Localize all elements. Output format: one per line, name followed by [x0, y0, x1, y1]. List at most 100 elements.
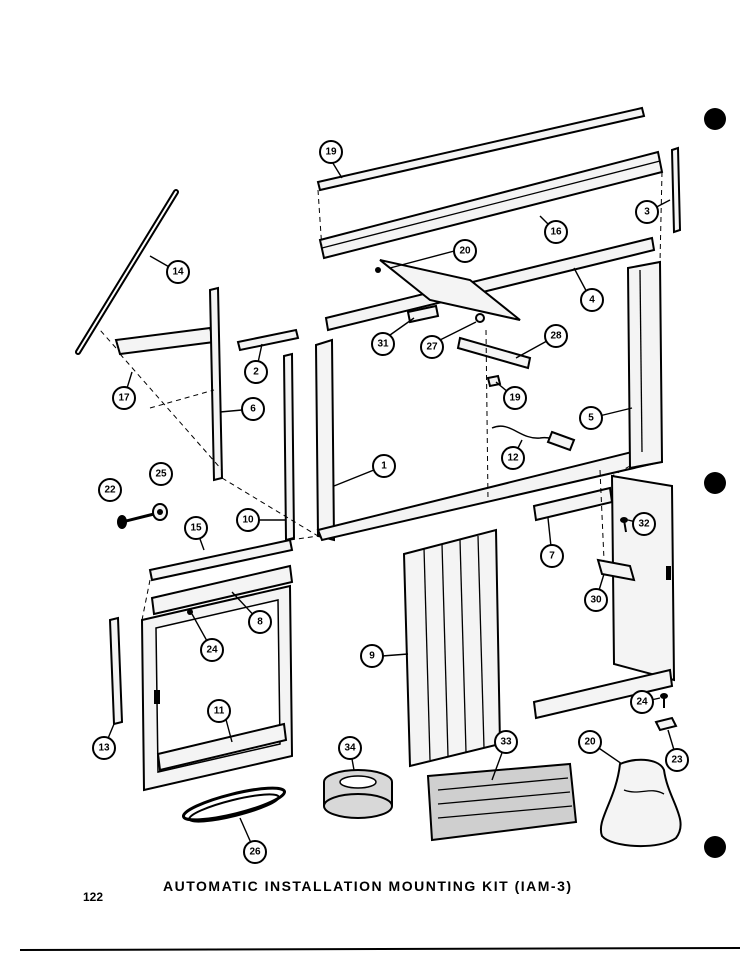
svg-text:7: 7 — [549, 551, 555, 562]
part-bag — [599, 758, 682, 847]
part-frame-rail — [324, 236, 656, 332]
callout-19: 19 — [319, 140, 343, 164]
svg-text:3: 3 — [644, 207, 650, 218]
part-foam-roll — [323, 769, 393, 819]
part-accordion-panel — [402, 528, 502, 768]
svg-text:22: 22 — [104, 485, 116, 496]
svg-text:30: 30 — [590, 595, 602, 606]
svg-text:4: 4 — [589, 295, 595, 306]
callout-4: 4 — [580, 288, 604, 312]
part-foam-pad — [426, 762, 578, 842]
alignment-lines — [99, 171, 663, 621]
callout-9: 9 — [360, 644, 384, 668]
callout-5: 5 — [579, 406, 603, 430]
callout-2: 2 — [244, 360, 268, 384]
diagram-caption: AUTOMATIC INSTALLATION MOUNTING KIT (IAM… — [163, 878, 573, 894]
svg-text:20: 20 — [584, 737, 596, 748]
svg-text:31: 31 — [377, 339, 389, 350]
callout-7: 7 — [540, 544, 564, 568]
svg-text:33: 33 — [500, 737, 512, 748]
part-panel-bar — [150, 564, 294, 616]
callout-32: 32 — [632, 512, 656, 536]
callout-22: 22 — [98, 478, 122, 502]
callout-34: 34 — [338, 736, 362, 760]
svg-text:12: 12 — [507, 453, 519, 464]
callout-24-right: 24 — [630, 690, 654, 714]
svg-text:25: 25 — [155, 469, 167, 480]
callout-19-screw: 19 — [503, 386, 527, 410]
callout-30: 30 — [584, 588, 608, 612]
part-strip-15 — [148, 538, 294, 582]
callout-11: 11 — [207, 699, 231, 723]
svg-text:19: 19 — [509, 393, 521, 404]
part-vertical-strip-mid — [282, 352, 296, 542]
svg-text:17: 17 — [118, 393, 130, 404]
callout-28: 28 — [544, 324, 568, 348]
callout-10: 10 — [236, 508, 260, 532]
callout-31: 31 — [371, 332, 395, 356]
part-top-strip — [316, 106, 646, 192]
callout-24-left: 24 — [200, 638, 224, 662]
part-clip — [596, 558, 636, 582]
svg-text:26: 26 — [249, 847, 261, 858]
part-left-gasket — [108, 616, 124, 726]
svg-text:24: 24 — [636, 697, 648, 708]
callout-12: 12 — [501, 446, 525, 470]
callout-33: 33 — [494, 730, 518, 754]
part-small-hardware — [406, 304, 532, 388]
callout-8: 8 — [248, 610, 272, 634]
callout-17: 17 — [112, 386, 136, 410]
callout-15: 15 — [184, 516, 208, 540]
svg-text:1: 1 — [381, 461, 387, 472]
svg-text:6: 6 — [250, 404, 256, 415]
svg-text:27: 27 — [426, 342, 438, 353]
callout-20-bag: 20 — [578, 730, 602, 754]
part-left-panel — [140, 584, 294, 792]
punch-hole-bottom — [704, 836, 726, 858]
svg-text:9: 9 — [369, 651, 375, 662]
part-left-bracket — [114, 326, 216, 356]
svg-text:10: 10 — [242, 515, 254, 526]
svg-text:8: 8 — [257, 617, 263, 628]
part-small-strip — [236, 328, 300, 352]
part-screws — [187, 517, 678, 732]
callout-25: 25 — [149, 462, 173, 486]
part-coiled-cord — [181, 786, 287, 823]
part-diagonal-rod — [75, 189, 179, 355]
callout-20: 20 — [453, 239, 477, 263]
callout-26: 26 — [243, 840, 267, 864]
part-screw-bushing — [117, 503, 168, 529]
callout-6: 6 — [241, 397, 265, 421]
svg-text:2: 2 — [253, 367, 259, 378]
part-right-panel — [532, 474, 676, 720]
callout-14: 14 — [166, 260, 190, 284]
callout-3: 3 — [635, 200, 659, 224]
scan-edge — [19, 947, 741, 951]
part-side-gasket — [670, 146, 682, 234]
callout-16: 16 — [544, 220, 568, 244]
callout-27: 27 — [420, 335, 444, 359]
part-main-frame — [314, 260, 664, 542]
callout-1: 1 — [372, 454, 396, 478]
part-wire — [491, 425, 576, 452]
part-vertical-strip-left — [208, 286, 224, 482]
callout-13: 13 — [92, 736, 116, 760]
svg-text:28: 28 — [550, 331, 562, 342]
punch-hole-middle — [704, 472, 726, 494]
svg-text:13: 13 — [98, 743, 110, 754]
svg-text:32: 32 — [638, 519, 650, 530]
callout-23: 23 — [665, 748, 689, 772]
svg-text:19: 19 — [325, 147, 337, 158]
svg-text:16: 16 — [550, 227, 562, 238]
svg-text:15: 15 — [190, 523, 202, 534]
svg-text:11: 11 — [214, 706, 225, 717]
svg-text:23: 23 — [671, 755, 683, 766]
svg-text:34: 34 — [344, 743, 356, 754]
page-number: 122 — [83, 890, 104, 904]
punch-hole-top — [704, 108, 726, 130]
svg-text:14: 14 — [172, 267, 184, 278]
svg-text:20: 20 — [459, 246, 471, 257]
svg-text:24: 24 — [206, 645, 218, 656]
svg-text:5: 5 — [588, 413, 594, 424]
